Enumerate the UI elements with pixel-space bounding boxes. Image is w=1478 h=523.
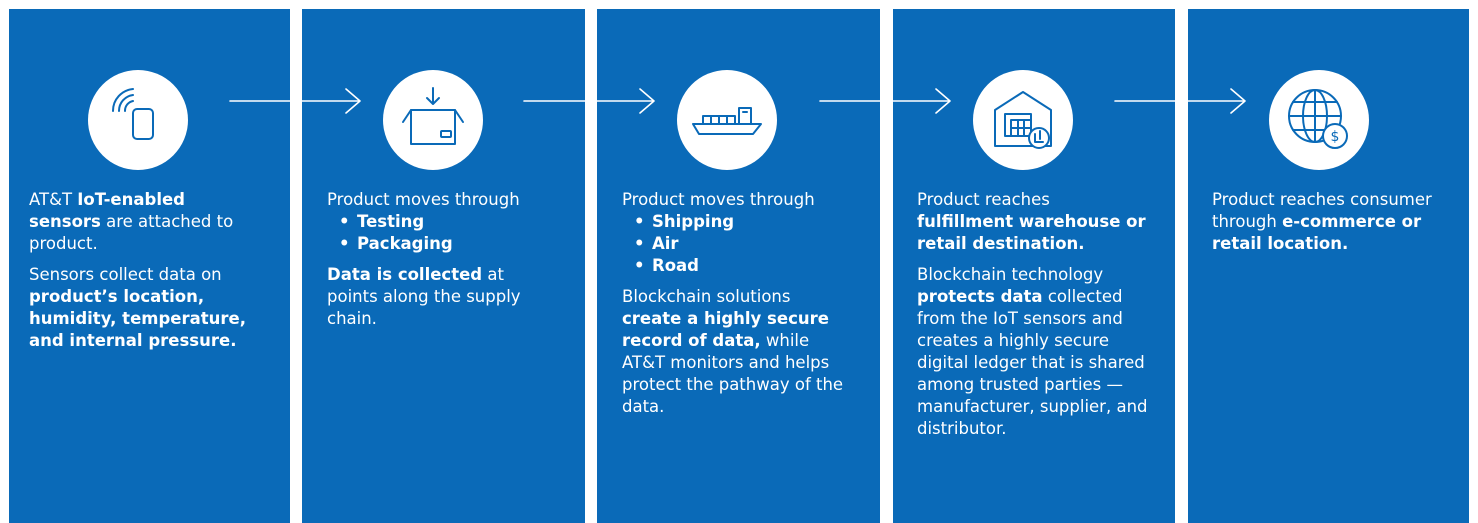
paragraph: Blockchain technology protects data coll… xyxy=(917,265,1148,438)
step-icon-circle: $ xyxy=(1269,70,1369,170)
arrow-right-icon xyxy=(229,88,361,114)
paragraph: Product reaches fulfillment warehouse or… xyxy=(917,190,1146,253)
list-item: Road xyxy=(634,255,854,277)
intro-text: Product moves through xyxy=(622,190,815,209)
list-item: Packaging xyxy=(339,233,559,255)
step-text-testing: Product moves through Testing Packaging … xyxy=(327,189,559,339)
svg-text:$: $ xyxy=(1331,129,1340,145)
list-item: Testing xyxy=(339,211,559,233)
arrow-right-icon xyxy=(1114,88,1246,114)
package-box-icon xyxy=(402,87,464,145)
iot-sensor-icon xyxy=(111,88,154,140)
warehouse-icon xyxy=(994,91,1052,149)
step-text-sensors: AT&T IoT-enabled sensors are attached to… xyxy=(29,189,261,361)
step-icon-circle xyxy=(88,70,188,170)
arrow-right-icon xyxy=(819,88,951,114)
step-icon-circle xyxy=(973,70,1073,170)
list-item: Air xyxy=(634,233,854,255)
intro-text: Product moves through xyxy=(327,190,520,209)
paragraph: Data is collected at points along the su… xyxy=(327,265,521,328)
step-text-warehouse: Product reaches fulfillment warehouse or… xyxy=(917,189,1149,449)
step-icon-circle xyxy=(677,70,777,170)
cargo-ship-icon xyxy=(692,107,762,135)
step-panel-shipping: Product moves through Shipping Air Road … xyxy=(597,9,880,523)
paragraph: Sensors collect data on product’s locati… xyxy=(29,265,246,350)
bullet-list: Shipping Air Road xyxy=(622,211,854,277)
step-panel-warehouse: Product reaches fulfillment warehouse or… xyxy=(893,9,1175,523)
paragraph: Blockchain solutions create a highly sec… xyxy=(622,287,844,416)
bullet-list: Testing Packaging xyxy=(327,211,559,255)
step-panel-consumer: $ Product reaches consumer through e-com… xyxy=(1188,9,1469,523)
list-item: Shipping xyxy=(634,211,854,233)
paragraph: Product reaches consumer through e-comme… xyxy=(1212,190,1432,253)
step-text-consumer: Product reaches consumer through e-comme… xyxy=(1212,189,1444,264)
step-icon-circle xyxy=(383,70,483,170)
globe-dollar-icon: $ xyxy=(1288,89,1348,149)
arrow-right-icon xyxy=(523,88,655,114)
paragraph: AT&T IoT-enabled sensors are attached to… xyxy=(29,190,234,253)
step-text-shipping: Product moves through Shipping Air Road … xyxy=(622,189,854,427)
step-panel-sensors: AT&T IoT-enabled sensors are attached to… xyxy=(9,9,290,523)
step-panel-testing: Product moves through Testing Packaging … xyxy=(302,9,585,523)
